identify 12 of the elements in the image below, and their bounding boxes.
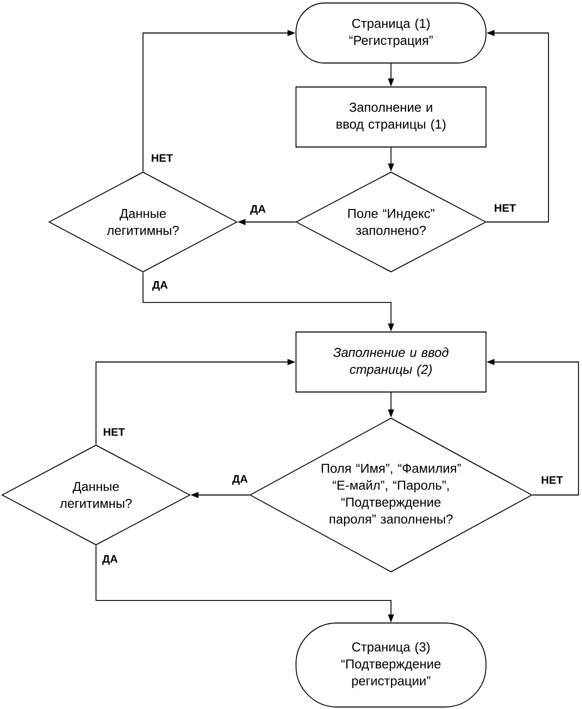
edge-label: ДА bbox=[231, 474, 249, 486]
edge-label: ДА bbox=[151, 280, 169, 292]
edge-label: НЕТ bbox=[150, 153, 174, 163]
edge-label: НЕТ bbox=[102, 427, 126, 437]
process-box: Заполнение и ввод страницы (1) bbox=[296, 86, 486, 148]
edge-label: НЕТ bbox=[540, 475, 564, 485]
process-box: Заполнение и ввод страницы (2) bbox=[296, 332, 486, 392]
edge-label: ДА bbox=[101, 554, 119, 566]
edge-label: ДА bbox=[249, 204, 267, 216]
terminal-box: Страница (3) “Подтверждение регистрации” bbox=[296, 622, 486, 708]
terminal-box: Страница (1) “Регистрация” bbox=[296, 2, 486, 64]
edge-label: НЕТ bbox=[493, 203, 517, 213]
